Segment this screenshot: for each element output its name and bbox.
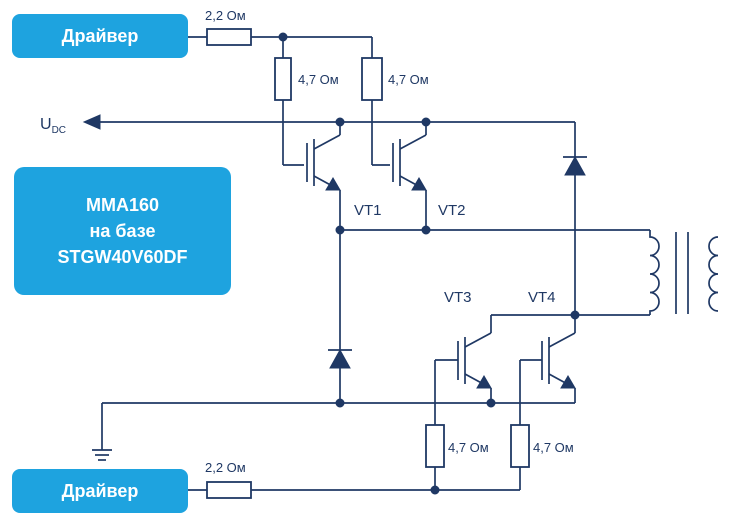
- driver-bottom-label: Драйвер: [61, 480, 139, 501]
- label-udc-sub: DC: [52, 125, 66, 136]
- resistor-pull-vt1: [274, 57, 292, 101]
- diode-right: [563, 122, 650, 320]
- resistor-pull-vt4: [510, 424, 530, 468]
- label-r-pull-vt3: 4,7 Ом: [448, 440, 489, 455]
- module-info-box: MMA160 на базе STGW40V60DF: [14, 167, 231, 295]
- label-r-pull-vt2: 4,7 Ом: [388, 72, 429, 87]
- udc-arrow: [82, 114, 101, 130]
- junction-dot: [335, 398, 345, 408]
- label-vt4: VT4: [528, 289, 556, 306]
- udc-bus: [82, 114, 575, 130]
- module-basis: на базе: [89, 221, 156, 241]
- label-r-pull-vt1: 4,7 Ом: [298, 72, 339, 87]
- resistor-gate-bottom: [206, 481, 252, 499]
- label-vt2: VT2: [438, 202, 466, 219]
- transistor-vt4: [519, 315, 576, 425]
- diode-left: [328, 348, 352, 403]
- resistor-pull-vt3: [425, 424, 445, 468]
- driver-bottom-box: Драйвер: [12, 469, 188, 513]
- label-udc: UDC: [40, 116, 66, 136]
- label-vt3: VT3: [444, 289, 472, 306]
- junction-dot: [430, 485, 440, 495]
- driver-top-label: Драйвер: [61, 25, 139, 46]
- junction-dot: [421, 225, 431, 235]
- label-r-gate-bottom: 2,2 Ом: [205, 460, 246, 475]
- label-r-gate-top: 2,2 Ом: [205, 8, 246, 23]
- ground-icon: [92, 449, 112, 461]
- label-vt1: VT1: [354, 202, 382, 219]
- bottom-gate-network: [188, 424, 530, 499]
- mid-node: [335, 225, 650, 350]
- transformer: [649, 230, 719, 315]
- transistor-vt3: [434, 314, 575, 425]
- driver-top-box: Драйвер: [12, 14, 188, 58]
- label-udc-main: U: [40, 116, 52, 133]
- module-transistor-model: STGW40V60DF: [57, 247, 188, 267]
- label-r-pull-vt4: 4,7 Ом: [533, 440, 574, 455]
- transistor-vt1: [306, 122, 341, 230]
- junction-dot: [486, 398, 496, 408]
- resistor-gate-top: [206, 28, 252, 46]
- module-name: MMA160: [85, 195, 160, 215]
- top-gate-network: [188, 28, 390, 166]
- transistor-vt2: [392, 122, 427, 230]
- ground-bus: [92, 398, 575, 461]
- resistor-pull-vt2: [361, 57, 383, 101]
